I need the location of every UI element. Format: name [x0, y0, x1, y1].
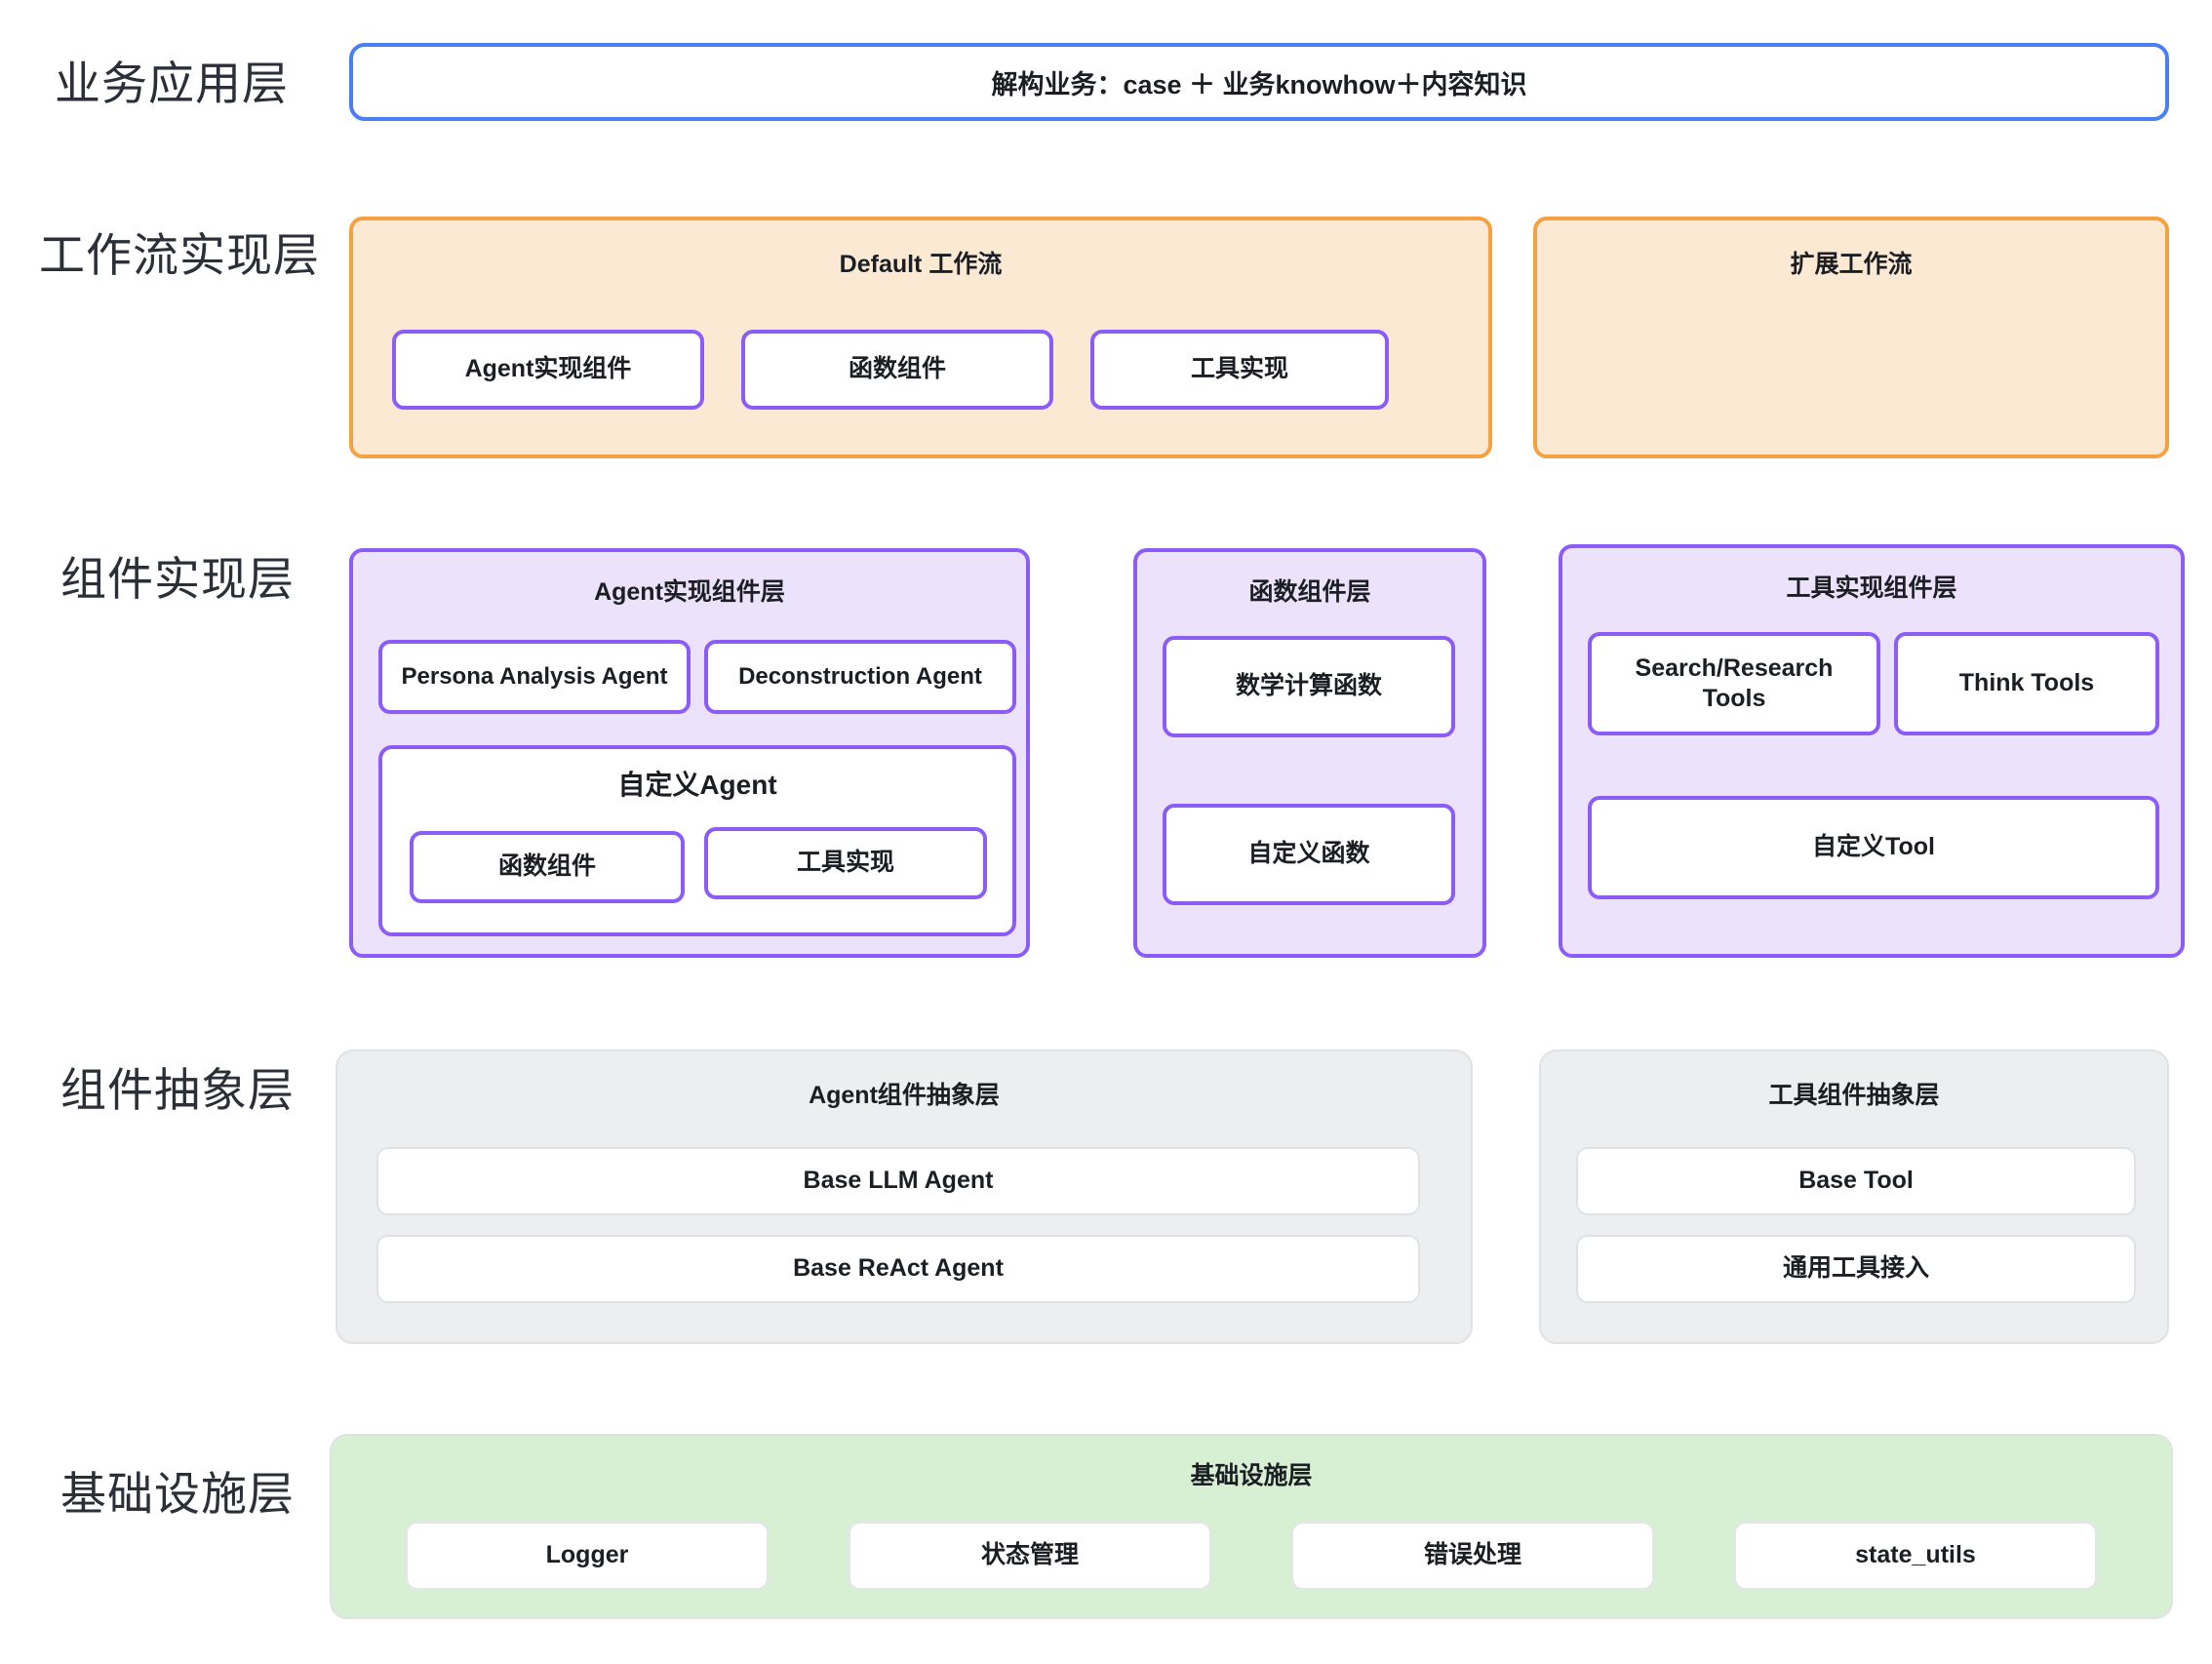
infrastructure-chip-error-handling[interactable]: 错误处理	[1291, 1522, 1654, 1590]
abstraction-group-tool-title: 工具组件抽象层	[1768, 1082, 1940, 1109]
workflow-chip-agent-component[interactable]: Agent实现组件	[392, 330, 704, 410]
workflow-group-default: Default 工作流 Agent实现组件 函数组件 工具实现	[349, 217, 1492, 458]
component-chip-search-research-tools[interactable]: Search/Research Tools	[1588, 632, 1880, 735]
component-group-function: 函数组件层 数学计算函数 自定义函数	[1133, 548, 1486, 958]
infrastructure-chip-state-utils[interactable]: state_utils	[1734, 1522, 2097, 1590]
component-chip-custom-agent-tool-implementation[interactable]: 工具实现	[704, 827, 987, 899]
component-chip-custom-tool[interactable]: 自定义Tool	[1588, 796, 2159, 899]
business-application-banner: 解构业务：case ＋ 业务knowhow＋内容知识	[349, 43, 2169, 121]
abstraction-chip-base-react-agent[interactable]: Base ReAct Agent	[376, 1235, 1420, 1303]
business-application-banner-text: 解构业务：case ＋ 业务knowhow＋内容知识	[991, 69, 1527, 99]
abstraction-chip-base-tool[interactable]: Base Tool	[1576, 1147, 2136, 1215]
component-group-tool-title: 工具实现组件层	[1786, 574, 1957, 602]
abstraction-chip-generic-tool-access[interactable]: 通用工具接入	[1576, 1235, 2136, 1303]
row-label-workflow-implementation: 工作流实现层	[39, 229, 320, 281]
infrastructure-group-title: 基础设施层	[1190, 1462, 1313, 1489]
component-group-agent: Agent实现组件层 Persona Analysis Agent Decons…	[349, 548, 1030, 958]
abstraction-group-tool: 工具组件抽象层 Base Tool 通用工具接入	[1539, 1050, 2169, 1344]
component-group-function-title: 函数组件层	[1248, 578, 1371, 606]
workflow-group-extended: 扩展工作流	[1533, 217, 2169, 458]
component-chip-math-function[interactable]: 数学计算函数	[1163, 636, 1455, 737]
infrastructure-chip-logger[interactable]: Logger	[406, 1522, 769, 1590]
component-nested-custom-agent: 自定义Agent 函数组件 工具实现	[378, 745, 1016, 936]
component-nested-custom-agent-title: 自定义Agent	[617, 770, 777, 800]
workflow-group-extended-title: 扩展工作流	[1790, 251, 1913, 278]
component-chip-think-tools[interactable]: Think Tools	[1894, 632, 2159, 735]
infrastructure-group: 基础设施层 Logger 状态管理 错误处理 state_utils	[330, 1434, 2173, 1619]
row-label-infrastructure: 基础设施层	[60, 1468, 295, 1520]
row-label-business-application: 业务应用层	[55, 58, 289, 109]
abstraction-group-agent-title: Agent组件抽象层	[809, 1082, 1000, 1109]
row-label-component-abstraction: 组件抽象层	[60, 1064, 295, 1116]
component-chip-deconstruction-agent[interactable]: Deconstruction Agent	[704, 640, 1016, 714]
workflow-chip-tool-implementation[interactable]: 工具实现	[1090, 330, 1389, 410]
component-chip-custom-function[interactable]: 自定义函数	[1163, 804, 1455, 905]
workflow-chip-function-component[interactable]: 函数组件	[741, 330, 1053, 410]
component-chip-persona-analysis-agent[interactable]: Persona Analysis Agent	[378, 640, 691, 714]
row-label-component-implementation: 组件实现层	[60, 553, 295, 605]
component-group-agent-title: Agent实现组件层	[594, 578, 785, 606]
abstraction-chip-base-llm-agent[interactable]: Base LLM Agent	[376, 1147, 1420, 1215]
workflow-group-default-title: Default 工作流	[839, 251, 1003, 278]
abstraction-group-agent: Agent组件抽象层 Base LLM Agent Base ReAct Age…	[336, 1050, 1473, 1344]
infrastructure-chip-state-management[interactable]: 状态管理	[849, 1522, 1211, 1590]
component-group-tool: 工具实现组件层 Search/Research Tools Think Tool…	[1559, 544, 2185, 958]
component-chip-custom-agent-function-component[interactable]: 函数组件	[410, 831, 685, 903]
